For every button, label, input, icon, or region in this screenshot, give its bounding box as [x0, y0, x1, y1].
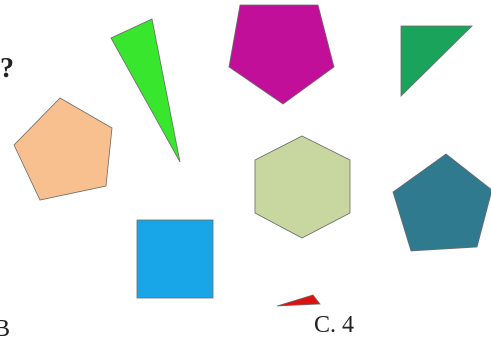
- peach-pentagon-shape: [13, 97, 113, 201]
- option-c-label: C. 4: [314, 312, 355, 338]
- magenta-pentagon-shape: [228, 4, 335, 105]
- blue-square-shape: [136, 219, 214, 299]
- question-mark: ?: [0, 53, 14, 84]
- teal-pentagon-shape: [392, 153, 491, 252]
- option-b-label: B: [0, 316, 11, 342]
- sage-hexagon-shape: [254, 135, 351, 239]
- dark-green-triangle-shape: [400, 25, 473, 97]
- green-triangle-shape: [110, 18, 181, 163]
- red-sliver-shape: [276, 294, 321, 307]
